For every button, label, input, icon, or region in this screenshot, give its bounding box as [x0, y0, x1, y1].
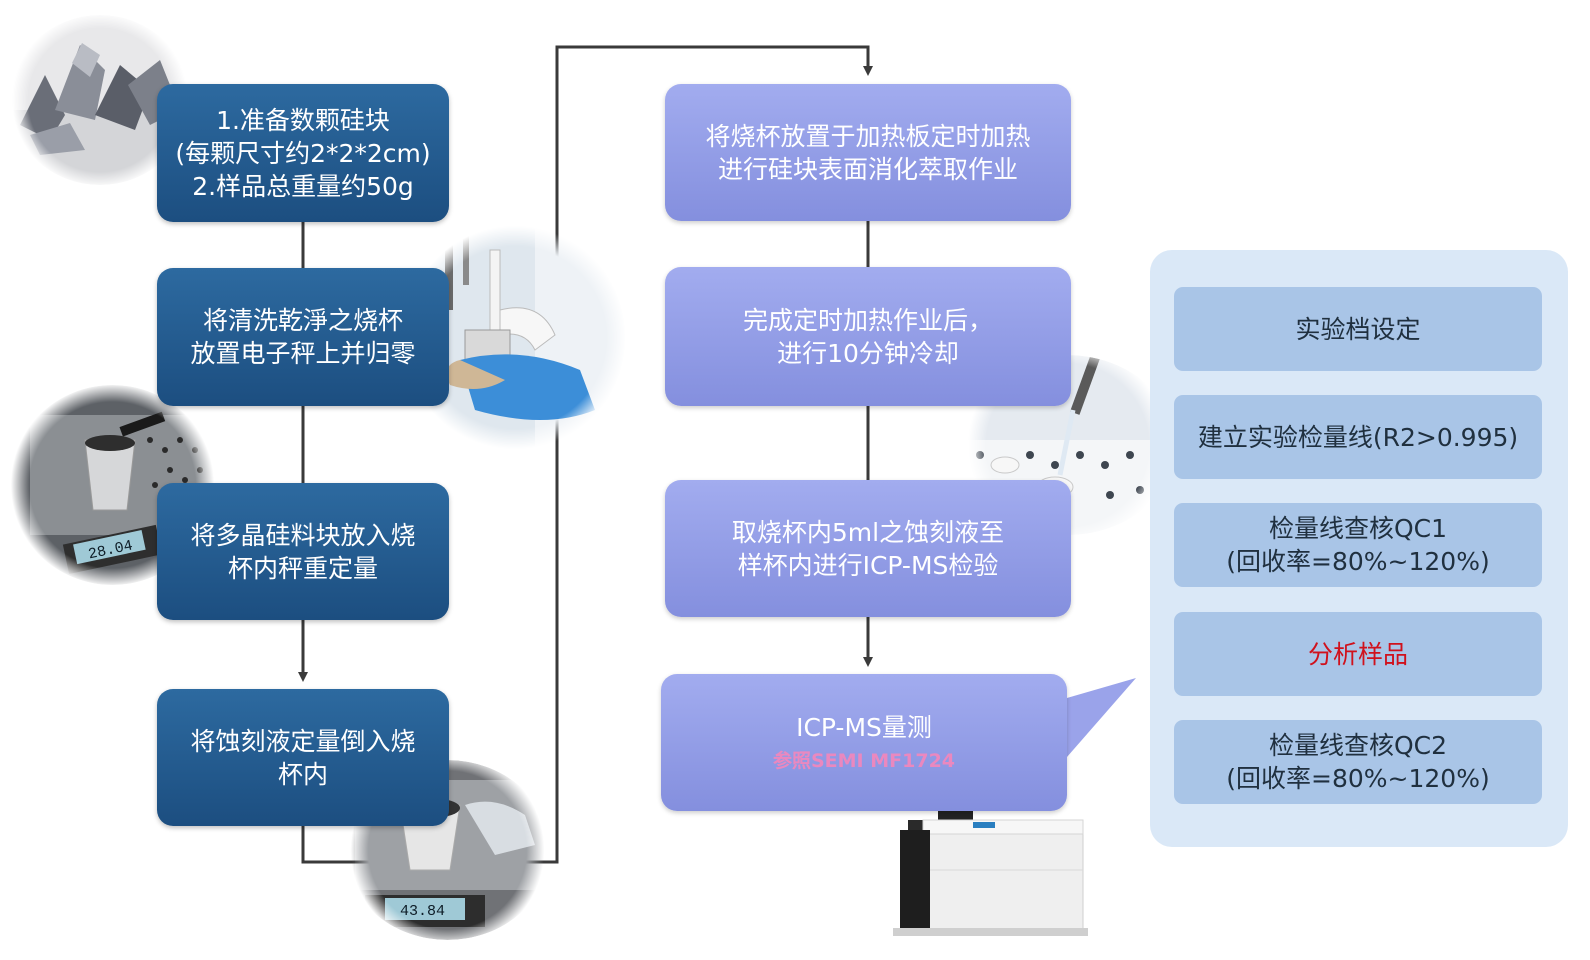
step-text-line: 杯内秤重定量: [227, 553, 378, 583]
step-text-line: 1.准备数颗硅块: [216, 105, 390, 135]
step-sample-transfer: 取烧杯内5ml之蚀刻液至 样杯内进行ICP-MS检验: [665, 480, 1071, 617]
panel-item-qc2: 检量线查核QC2 (回收率=80%~120%): [1174, 720, 1542, 804]
icp-ms-instrument-image: [893, 798, 1088, 936]
panel-item-qc1: 检量线查核QC1 (回收率=80%~120%): [1174, 503, 1542, 587]
step-text-line: 将蚀刻液定量倒入烧: [190, 726, 416, 756]
step-text-line: 将清洗乾淨之烧杯: [202, 306, 403, 335]
panel-item-text: 建立实验检量线(R2>0.995): [1197, 422, 1519, 452]
step-heat-digest: 将烧杯放置于加热板定时加热 进行硅块表面消化萃取作业: [665, 84, 1071, 221]
panel-item-method-setup: 实验档设定: [1174, 287, 1542, 371]
panel-item-analyze-sample: 分析样品: [1174, 612, 1542, 696]
step-weigh-silicon: 将多晶硅料块放入烧 杯内秤重定量: [157, 483, 449, 620]
step-text-line: ICP-MS量测: [796, 713, 932, 742]
panel-item-text: (回收率=80%~120%): [1226, 547, 1490, 576]
panel-item-calibration-curve: 建立实验检量线(R2>0.995): [1174, 395, 1542, 479]
panel-item-text: 分析样品: [1307, 639, 1408, 669]
connector-left-to-right: [301, 45, 873, 864]
step-cooling: 完成定时加热作业后， 进行10分钟冷却: [665, 267, 1071, 406]
step-pour-etchant: 将蚀刻液定量倒入烧 杯内: [157, 689, 449, 826]
step-prepare-silicon: 1.准备数颗硅块 (每颗尺寸约2*2*2cm) 2.样品总重量约50g: [157, 84, 449, 222]
panel-item-text: 实验档设定: [1295, 314, 1421, 344]
step-text-line: 2.样品总重量约50g: [192, 171, 414, 201]
step-text-line: (每颗尺寸约2*2*2cm): [175, 138, 431, 168]
step-text-line: 完成定时加热作业后，: [742, 305, 993, 335]
panel-item-text: 检量线查核QC2: [1268, 731, 1448, 760]
step-text-line: 放置电子秤上并归零: [190, 339, 416, 368]
balance-reading-2: 43.84: [400, 903, 445, 920]
step-text-line: 样杯内进行ICP-MS检验: [737, 550, 999, 580]
panel-item-text: 检量线查核QC1: [1268, 514, 1448, 543]
pour-etchant-photo: 43.84: [345, 760, 550, 940]
step-text-line: 将多晶硅料块放入烧: [190, 520, 416, 550]
step-text-line: 将烧杯放置于加热板定时加热: [705, 121, 1031, 151]
callout-pointer: [1060, 678, 1136, 765]
beaker-zero-photo: [405, 225, 625, 450]
analysis-sequence-panel: 实验档设定 建立实验检量线(R2>0.995) 检量线查核QC1 (回收率=80…: [1150, 250, 1568, 847]
step-text-line: 取烧杯内5ml之蚀刻液至: [731, 517, 1005, 547]
panel-item-text: (回收率=80%~120%): [1226, 764, 1490, 793]
standard-reference: 参照SEMI MF1724: [772, 750, 956, 772]
step-text-line: 进行10分钟冷却: [777, 338, 959, 368]
step-text-line: 杯内: [277, 759, 328, 789]
step-text-line: 进行硅块表面消化萃取作业: [717, 154, 1018, 184]
step-icp-ms-measure: ICP-MS量测 参照SEMI MF1724: [661, 674, 1067, 811]
step-zero-balance: 将清洗乾淨之烧杯 放置电子秤上并归零: [157, 268, 449, 406]
